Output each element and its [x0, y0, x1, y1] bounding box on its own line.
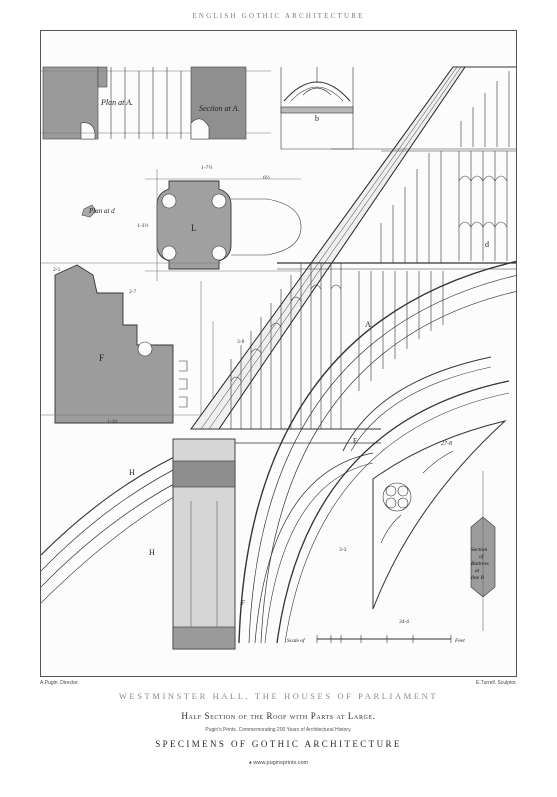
left-wall: H H F [41, 438, 245, 650]
label-h1: H [129, 468, 135, 477]
dim-8: 34-6 [398, 618, 409, 625]
label-a: A [365, 320, 371, 329]
detail-b: b [280, 67, 354, 150]
dim-10: 2-7 [129, 289, 137, 295]
buttress-line-5: line B [471, 575, 485, 581]
dim-9: 3-3 [339, 547, 347, 553]
site-link[interactable]: ● www.puginsprints.com [0, 760, 557, 766]
series-title: SPECIMENS OF GOTHIC ARCHITECTURE [155, 739, 402, 749]
label-d: d [485, 240, 489, 249]
label-e: E [353, 437, 357, 445]
dim-3: 6½ [263, 174, 270, 181]
upper-tracery: d [380, 71, 510, 263]
tagline: Pugin's Prints. Commemorating 200 Years … [205, 727, 352, 733]
label-plan-a: Plan at A. [100, 98, 133, 107]
buttress-line-3: Buttress [471, 561, 489, 567]
plan-l: L 1-7½ 1-3½ [137, 164, 302, 281]
credit-sculptor: E.Turrell. Sculptor. [476, 680, 517, 686]
label-f: F [99, 353, 104, 363]
dim-5: 1-3½ [137, 222, 148, 229]
label-l: L [191, 223, 197, 233]
plate-title: WESTMINSTER HALL, THE HOUSES OF PARLIAME… [118, 691, 439, 701]
scale-unit: Feet [454, 638, 465, 644]
dim-2: 3-8 [237, 339, 245, 345]
lower-tracery: A E 3-8 [191, 263, 444, 445]
scale-label: Scale of [287, 637, 306, 644]
label-h2: H [149, 548, 155, 557]
spandrel-panel: 27-8 [372, 420, 507, 610]
hammer-arches [238, 260, 516, 644]
site-url-text[interactable]: www.puginsprints.com [253, 760, 309, 766]
buttress-line-1: Section [471, 547, 487, 553]
globe-icon: ● [248, 760, 252, 766]
plan-d: Plan at d [81, 204, 115, 218]
scale-bar: Scale of Feet 34-6 [287, 618, 465, 644]
buttress-line-2: of [479, 553, 485, 560]
dim-6: 1-10 [107, 419, 117, 425]
buttress-line-4: at [475, 568, 480, 574]
plan-section-a: Plan at A. Section at A. [41, 66, 271, 140]
engraving-plate: Plan at A. Section at A. b Plan at d L 1… [40, 30, 517, 677]
dim-7: 27-8 [441, 441, 452, 447]
label-plan-d: Plan at d [88, 207, 115, 215]
buttress-section: Section of Buttress at line B [470, 471, 496, 631]
plate-subtitle: Half Section of the Roof with Parts at L… [181, 711, 376, 721]
section-f: F 1-10 2-1 [41, 262, 221, 425]
header-title: ENGLISH GOTHIC ARCHITECTURE [192, 12, 365, 20]
label-b: b [315, 114, 319, 123]
roof-section-drawing: Plan at A. Section at A. b Plan at d L 1… [41, 66, 516, 650]
credit-director: A.Pugin. Director. [40, 680, 79, 686]
dim-1: 1-7½ [201, 164, 212, 171]
label-section-a: Section at A. [199, 104, 240, 113]
label-buttress: Section of Buttress at line B [471, 547, 490, 581]
dim-4: 2-1 [53, 267, 61, 273]
label-g: F [241, 599, 245, 607]
